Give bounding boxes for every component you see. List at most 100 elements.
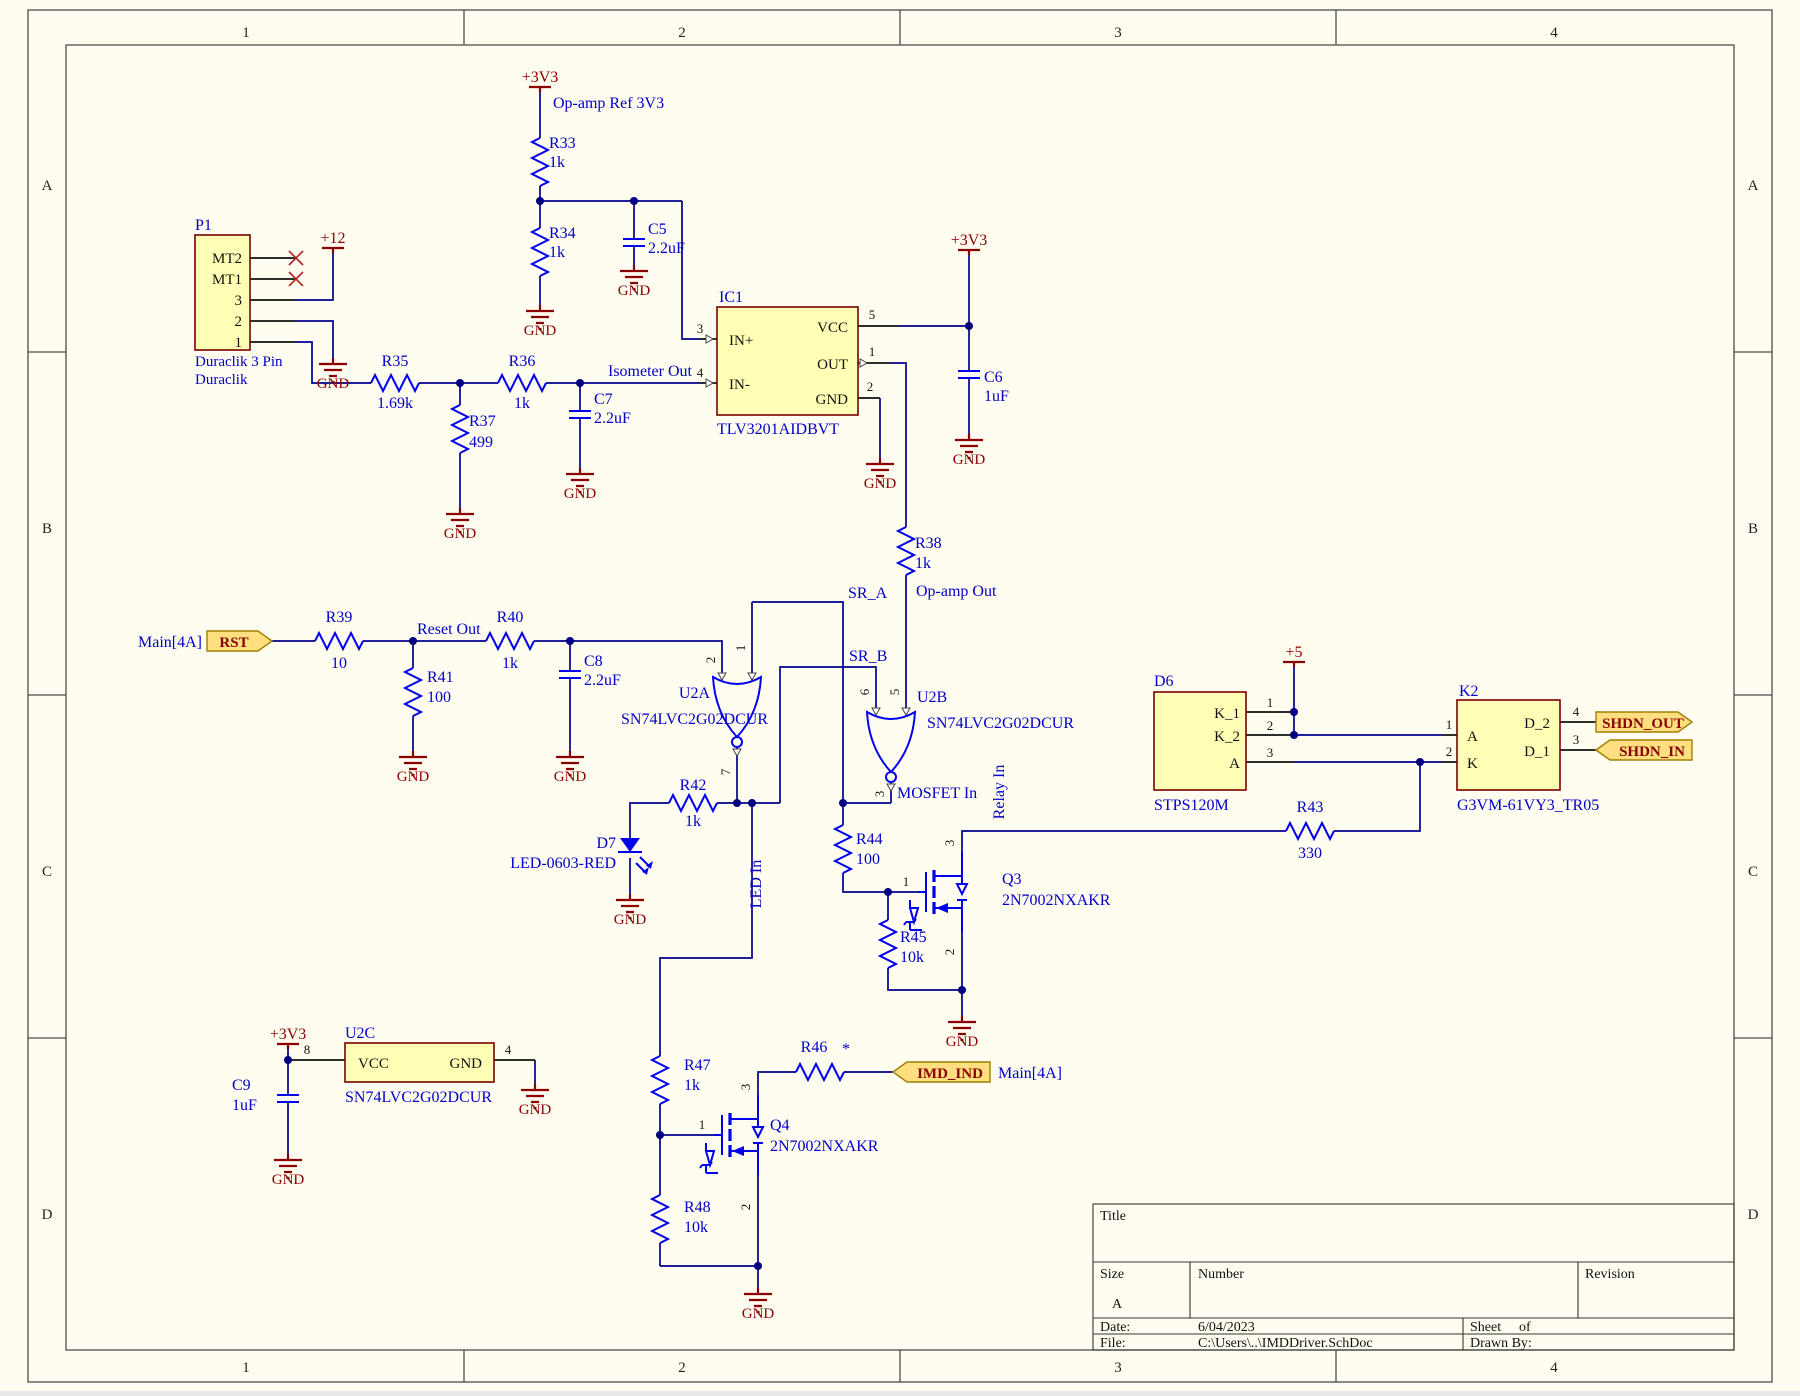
ic1-pinno-3: 3 xyxy=(697,321,704,336)
net-mosfet-in: MOSFET In xyxy=(897,785,977,802)
port-rst-label[interactable]: RST xyxy=(219,635,248,651)
gate-power-u2c[interactable] xyxy=(344,1042,495,1083)
tb-title-label: Title xyxy=(1100,1209,1126,1224)
ic1-pin-vcc: VCC xyxy=(817,320,848,336)
resistor-r44[interactable] xyxy=(834,824,852,874)
ic1-pin-gnd: GND xyxy=(816,392,849,408)
net-opamp-out: Op-amp Out xyxy=(916,583,997,600)
d6-pinno-2: 2 xyxy=(1267,718,1274,733)
k2-pin-d2: D_2 xyxy=(1524,716,1550,732)
power-symbols xyxy=(275,85,1307,1051)
capacitor-c6[interactable] xyxy=(958,370,980,379)
resistor-r48[interactable] xyxy=(651,1194,669,1244)
led-d7[interactable] xyxy=(618,838,653,875)
p1-desc-1: Duraclik 3 Pin xyxy=(195,354,283,370)
diode-d6[interactable] xyxy=(1153,691,1247,791)
q4-pinno-3: 3 xyxy=(738,1084,753,1091)
wires xyxy=(272,87,1442,1288)
port-shdn-in[interactable] xyxy=(1594,739,1693,761)
ic1-pinno-2: 2 xyxy=(867,379,874,394)
resistor-r46[interactable] xyxy=(795,1063,845,1081)
resistor-r39[interactable] xyxy=(314,632,364,650)
net-relay-in: Relay In xyxy=(991,765,1008,820)
u2b-designator: U2B xyxy=(917,689,947,706)
nor-gate-u2a[interactable] xyxy=(711,675,763,748)
resistor-r38[interactable] xyxy=(897,526,915,576)
resistor-r41[interactable] xyxy=(404,667,422,717)
relay-k2[interactable] xyxy=(1456,699,1561,791)
comparator-ic1[interactable] xyxy=(716,306,859,416)
nor-gate-u2b[interactable] xyxy=(865,710,917,783)
d6-pinno-3: 3 xyxy=(1267,745,1274,760)
resistor-r45[interactable] xyxy=(879,919,897,969)
capacitor-c9[interactable] xyxy=(277,1094,299,1103)
resistor-r37[interactable] xyxy=(451,404,469,454)
pin-direction-markers xyxy=(705,334,911,793)
port-shdn-out[interactable] xyxy=(1595,711,1694,733)
gnd-c8: GND xyxy=(554,769,587,785)
resistor-r40[interactable] xyxy=(485,632,535,650)
r36-designator: R36 xyxy=(509,353,536,370)
c5-value: 2.2uF xyxy=(648,240,685,257)
zone-col-2-top: 2 xyxy=(678,25,686,41)
p1-pin-3: 3 xyxy=(235,293,243,309)
port-shdn-out-label[interactable]: SHDN_OUT xyxy=(1602,716,1684,732)
r47-designator: R47 xyxy=(684,1057,711,1074)
resistor-r33[interactable] xyxy=(531,137,549,187)
d6-designator: D6 xyxy=(1154,673,1174,690)
q3-pinno-3: 3 xyxy=(942,840,957,847)
r42-value: 1k xyxy=(685,813,701,830)
r45-value: 10k xyxy=(900,949,924,966)
junction-dots xyxy=(284,197,1424,1270)
c7-designator: C7 xyxy=(594,391,613,408)
r36-value: 1k xyxy=(514,395,530,412)
net-led-in: LED In xyxy=(748,860,765,908)
zone-row-a-right: A xyxy=(1748,178,1759,194)
resistor-r35[interactable] xyxy=(370,374,420,392)
power-3v3-label: +3V3 xyxy=(522,69,559,86)
capacitor-c7[interactable] xyxy=(569,410,591,419)
u2c-pinno-4: 4 xyxy=(505,1042,512,1057)
k2-pinno-4: 4 xyxy=(1573,704,1580,719)
ic1-pinno-4: 4 xyxy=(697,365,704,380)
c9-value: 1uF xyxy=(232,1097,257,1114)
r44-designator: R44 xyxy=(856,831,883,848)
q3-designator: Q3 xyxy=(1002,871,1022,888)
r43-designator: R43 xyxy=(1297,799,1324,816)
resistor-r43[interactable] xyxy=(1285,822,1335,840)
gnd-r37: GND xyxy=(444,526,477,542)
p1-desc-2: Duraclik xyxy=(195,372,248,388)
p1-designator: P1 xyxy=(195,217,212,234)
port-rst[interactable] xyxy=(206,630,274,652)
p1-pin-mt2: MT2 xyxy=(212,251,242,267)
u2a-pinno-1: 1 xyxy=(733,645,748,652)
u2a-pinno-2: 2 xyxy=(703,657,718,664)
r40-designator: R40 xyxy=(497,609,524,626)
k2-designator: K2 xyxy=(1459,683,1479,700)
connector-p1[interactable] xyxy=(194,234,304,351)
port-shdn-in-label[interactable]: SHDN_IN xyxy=(1619,744,1685,760)
port-imd-ind[interactable] xyxy=(891,1061,991,1083)
r37-designator: R37 xyxy=(469,413,496,430)
d6-pinno-1: 1 xyxy=(1267,695,1274,710)
tb-drawnby-label: Drawn By: xyxy=(1470,1336,1532,1351)
r35-designator: R35 xyxy=(382,353,409,370)
zone-row-b-right: B xyxy=(1748,521,1758,537)
r37-value: 499 xyxy=(469,434,493,451)
gnd-c5: GND xyxy=(618,283,651,299)
capacitor-c8[interactable] xyxy=(559,670,581,679)
capacitor-c5[interactable] xyxy=(623,238,645,247)
ic1-pin-inn: IN- xyxy=(729,377,750,393)
zone-row-d-left: D xyxy=(42,1207,53,1223)
resistor-r36[interactable] xyxy=(497,374,547,392)
tb-file-label: File: xyxy=(1100,1336,1126,1351)
port-imd-ind-label[interactable]: IMD_IND xyxy=(917,1066,983,1082)
resistor-r47[interactable] xyxy=(651,1055,669,1105)
p1-pin-1: 1 xyxy=(235,335,243,351)
resistor-r34[interactable] xyxy=(531,227,549,277)
ic1-partno: TLV3201AIDBVT xyxy=(717,421,839,438)
zone-col-2-bot: 2 xyxy=(678,1360,686,1376)
resistor-r42[interactable] xyxy=(668,794,718,812)
gnd-q4: GND xyxy=(742,1306,775,1322)
